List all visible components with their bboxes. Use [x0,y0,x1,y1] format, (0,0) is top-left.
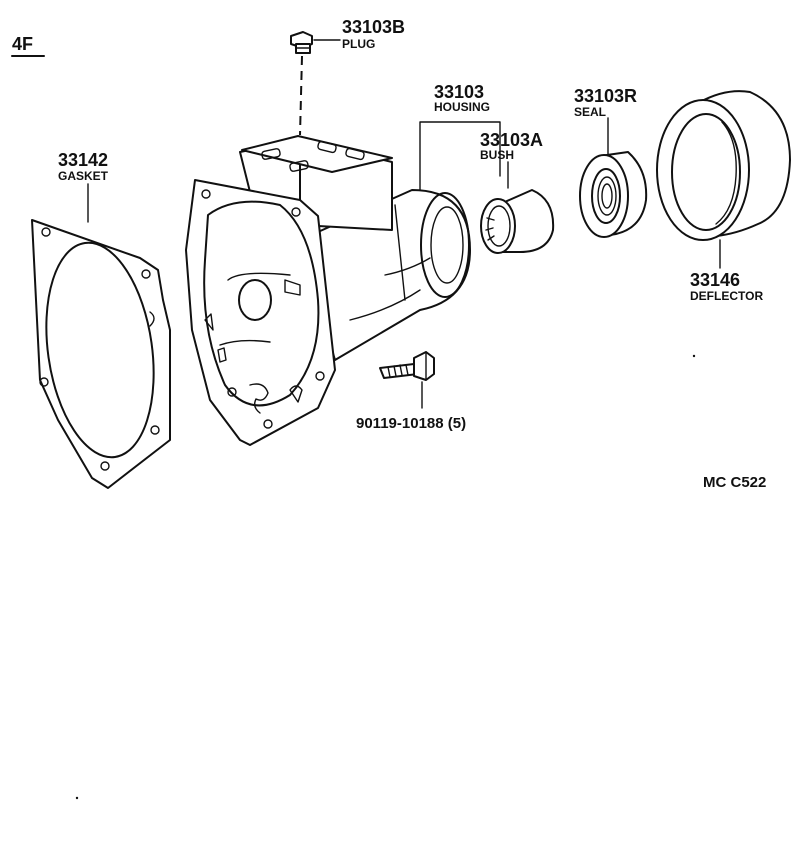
gasket-name: GASKET [58,169,109,183]
bolt-part [379,351,435,381]
housing-part [185,135,471,446]
gasket-number: 33142 [58,150,108,170]
flange-hole [315,371,325,381]
seal-name: SEAL [574,105,606,119]
scan-speck [75,796,79,800]
deflector-number: 33146 [690,270,740,290]
bush-name: BUSH [480,148,514,162]
flange-hole [263,419,273,429]
flange-hole [291,207,301,217]
housing-leader [419,121,501,191]
bolt-number: 90119-10188 (5) [356,415,466,432]
gasket-hole [141,269,151,279]
plug-install-path [299,55,303,136]
plug-number: 33103B [342,17,405,37]
gasket-hole [150,425,160,435]
seal-part [579,151,648,238]
housing-name: HOUSING [434,100,490,114]
flange-hole [227,387,237,397]
gasket-part [31,219,171,489]
gasket-hole [41,227,51,237]
deflector-name: DEFLECTOR [690,289,763,303]
bush-part [480,189,555,254]
figure-code: MC C522 [703,474,766,491]
deflector-part [656,90,791,241]
scan-speck [692,354,696,358]
plug-name: PLUG [342,37,375,51]
housing-number: 33103 [434,82,484,102]
seal-number: 33103R [574,86,637,106]
gasket-hole [100,461,110,471]
bush-number: 33103A [480,130,543,150]
flange-hole [201,189,211,199]
gasket-hole [39,377,49,387]
section-code: 4F [12,34,33,54]
plug-part [290,31,313,54]
